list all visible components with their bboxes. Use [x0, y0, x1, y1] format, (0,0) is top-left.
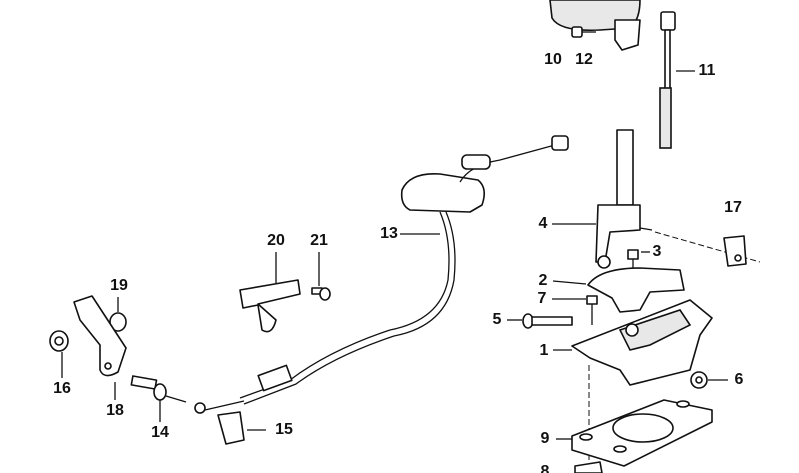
label-13: 13	[380, 225, 398, 242]
label-4: 4	[538, 215, 548, 232]
part-12-screw	[571, 26, 596, 38]
part-9-base-plate	[556, 399, 713, 467]
part-15-clip	[194, 402, 266, 445]
label-15: 15	[275, 421, 293, 438]
part-20-bracket	[239, 252, 301, 333]
part-7-screw	[552, 295, 598, 325]
label-10: 10	[544, 51, 562, 68]
label-18: 18	[106, 402, 124, 419]
part-14-stud	[130, 375, 187, 422]
label-19: 19	[110, 277, 128, 294]
label-7: 7	[537, 290, 547, 307]
part-18-bracket	[73, 295, 127, 400]
part-4-selector-lever	[552, 129, 653, 269]
part-6-nut	[690, 371, 728, 389]
part-17-clip	[723, 235, 747, 267]
label-1: 1	[539, 342, 549, 359]
label-9: 9	[540, 430, 550, 447]
label-2: 2	[538, 272, 548, 289]
part-5-bolt	[507, 313, 573, 329]
label-16: 16	[53, 380, 71, 397]
label-11: 11	[698, 62, 716, 79]
label-3: 3	[652, 243, 662, 260]
label-17: 17	[724, 199, 742, 216]
label-6: 6	[734, 371, 744, 388]
label-5: 5	[492, 311, 502, 328]
part-2-cover	[552, 267, 685, 313]
label-12: 12	[575, 51, 593, 68]
label-14: 14	[151, 424, 169, 441]
part-16-nut	[49, 330, 69, 378]
part-21-bolt	[311, 252, 331, 301]
label-20: 20	[267, 232, 285, 249]
part-1-shifter-housing	[553, 299, 713, 386]
part-10-shift-knob	[549, 0, 641, 51]
part-11-rod	[659, 11, 695, 149]
label-8: 8	[540, 463, 550, 473]
part-8-bushing	[574, 461, 603, 473]
part-19-nut	[109, 297, 127, 332]
label-21: 21	[310, 232, 328, 249]
part-13-cable	[204, 135, 569, 411]
